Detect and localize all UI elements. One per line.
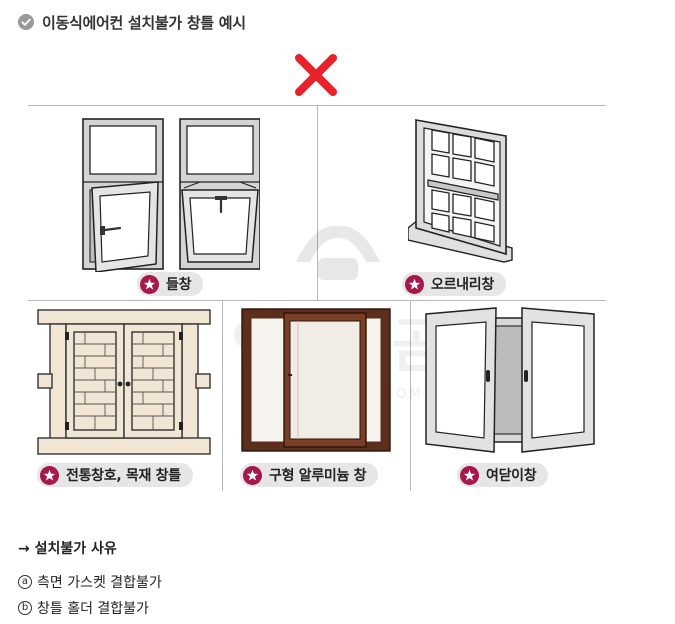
reason-item: b 창틀 홀더 결합불가: [18, 598, 149, 618]
window-label-double-hung: 오르내리창: [402, 272, 506, 296]
page-title: 이동식에어컨 설치불가 창틀 예시: [42, 13, 246, 32]
window-illustration-double-hung: [408, 119, 513, 263]
check-circle-icon: [18, 14, 34, 30]
window-illustration-awning: [82, 118, 260, 272]
star-badge-icon: [460, 465, 479, 485]
reason-text: 창틀 홀더 결합불가: [37, 601, 149, 617]
window-label-awning: 들창: [137, 272, 204, 296]
window-illustration-traditional: [37, 309, 211, 455]
window-label-aluminum-sliding: 구형 알루미늄 창: [240, 463, 379, 487]
star-badge-icon: [405, 274, 424, 294]
marker-a: a: [18, 575, 32, 589]
window-label-casement: 여닫이창: [457, 463, 549, 487]
divider-vertical-bottom-1: [222, 301, 223, 491]
star-badge-icon: [140, 274, 159, 294]
reasons-title: → 설치불가 사유: [18, 541, 117, 557]
star-badge-icon: [243, 465, 262, 485]
window-illustration-casement: [425, 307, 595, 453]
divider-vertical-bottom-2: [410, 301, 411, 491]
marker-b: b: [18, 601, 32, 615]
divider-vertical-top: [317, 106, 318, 300]
red-x-icon: [295, 54, 337, 96]
window-illustration-aluminum-sliding: [241, 308, 391, 452]
reason-item: a 측면 가스켓 결합불가: [18, 572, 162, 592]
divider-top: [28, 105, 606, 106]
header: 이동식에어컨 설치불가 창틀 예시: [18, 12, 246, 32]
divider-middle: [28, 300, 606, 301]
window-label-traditional: 전통창호, 목재 창틀: [37, 463, 193, 487]
star-badge-icon: [40, 465, 59, 485]
reason-text: 측면 가스켓 결합불가: [37, 575, 162, 591]
